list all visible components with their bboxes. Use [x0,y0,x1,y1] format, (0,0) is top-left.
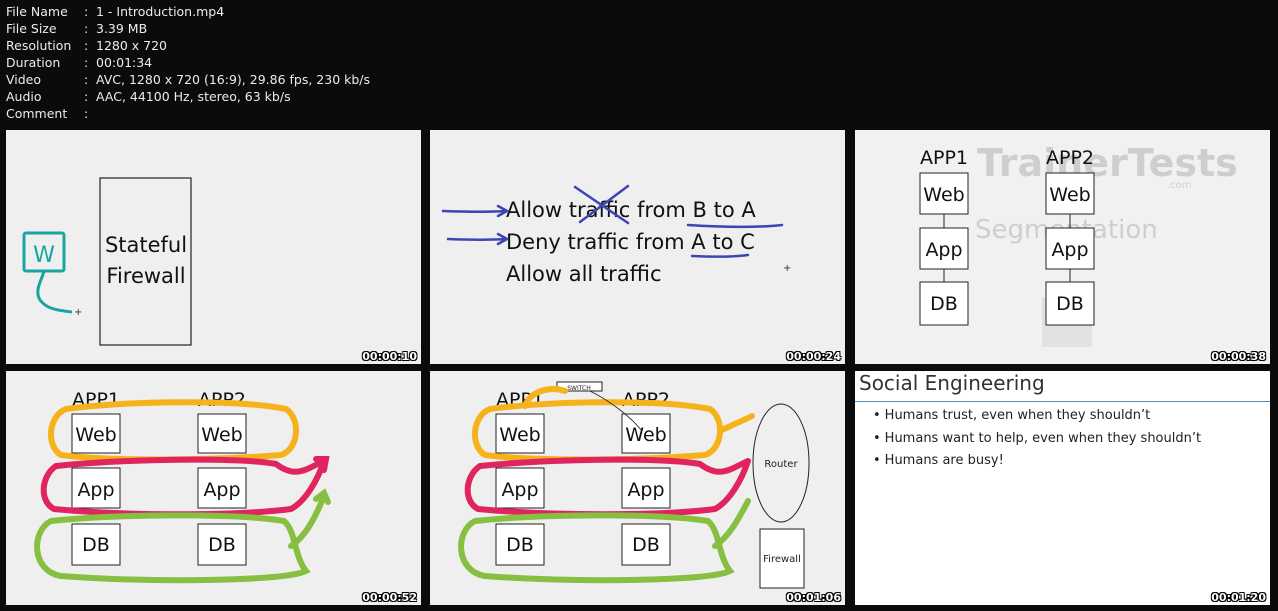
file-info-row: Audio: AAC, 44100 Hz, stereo, 63 kb/s [6,88,370,105]
file-info-row: File Name:1 - Introduction.mp4 [6,3,370,20]
timestamp: 00:00:38 [1211,350,1266,363]
app1-app: App [501,479,538,501]
firewall-label-line1: Stateful [105,233,187,257]
file-info-separator: : [84,72,89,87]
file-info-value: 1280 x 720 [96,38,168,53]
tier-highlight-strokes [34,399,331,584]
app1-web: Web [499,424,540,446]
thumbnail-tier-grouping[interactable]: APP1 APP2 Web App DB Web App DB 00:00:52 [6,371,421,605]
file-info-key: File Size [6,21,57,36]
app2-app: App [203,479,240,501]
file-info-separator: : [84,106,89,121]
annotation-strokes [441,184,784,258]
whiteboard-canvas: APP1 APP2 Web App DB Web App DB [6,371,421,605]
file-info-value: AAC, 44100 Hz, stereo, 63 kb/s [96,89,291,104]
whiteboard-canvas: TrainerTests .com Segmentation APP1 APP2… [855,130,1270,364]
timestamp: 00:00:52 [362,591,417,604]
whiteboard-canvas: APP1 APP2 SWITCH Web App DB Web App DB R… [430,371,845,605]
tier-highlight-strokes [458,386,755,584]
file-info-row: Video: AVC, 1280 x 720 (16:9), 29.86 fps,… [6,71,370,88]
file-info-panel: File Name:1 - Introduction.mp4 File Size… [6,3,370,122]
app2-web: Web [201,424,242,446]
web-icon-letter: W [33,243,55,268]
file-info-key: Audio [6,89,42,104]
rule-3: Allow all traffic [506,262,662,286]
app2-db: DB [632,534,660,556]
file-info-key: Comment [6,106,68,121]
app1-app: App [925,239,962,261]
thumbnail-firewall-rules[interactable]: Allow traffic from B to A Deny traffic f… [430,130,845,364]
watermark-sub: .com [1167,180,1192,191]
file-info-value: 1 - Introduction.mp4 [96,4,225,19]
app2-db: DB [208,534,236,556]
file-info-separator: : [84,38,89,53]
svg-text:+: + [74,307,82,318]
rule-2: Deny traffic from A to C [506,230,755,254]
file-info-separator: : [84,21,89,36]
file-info-key: Duration [6,55,61,70]
app1-db: DB [930,293,958,315]
timestamp: 00:01:06 [786,591,841,604]
timestamp: 00:01:20 [1211,591,1266,604]
firewall-label: Firewall [763,554,801,565]
app2-label: APP2 [1046,147,1094,169]
file-info-key: File Name [6,4,68,19]
router-ellipse [752,403,810,523]
web-server-icon: W + [22,231,82,318]
app1-label: APP1 [920,147,968,169]
bullet-item: Humans are busy! [873,453,1201,476]
switch-label: SWITCH [567,385,591,392]
firewall-label-line2: Firewall [106,264,185,288]
timestamp: 00:00:10 [362,350,417,363]
thumbnail-segmentation[interactable]: TrainerTests .com Segmentation APP1 APP2… [855,130,1270,364]
whiteboard-canvas: Allow traffic from B to A Deny traffic f… [430,130,845,364]
app2-web: Web [625,424,666,446]
whiteboard-canvas: Stateful Firewall W + [6,130,421,364]
file-info-key: Video [6,72,42,87]
firewall-box [99,177,192,346]
file-info-separator: : [84,55,89,70]
file-info-value: 00:01:34 [96,55,153,70]
file-info-value: AVC, 1280 x 720 (16:9), 29.86 fps, 230 k… [96,72,371,87]
rule-1: Allow traffic from B to A [506,198,756,222]
file-info-row: File Size:3.39 MB [6,20,370,37]
bullet-item: Humans want to help, even when they shou… [873,431,1201,454]
router-label: Router [764,459,798,470]
thumbnail-router-firewall[interactable]: APP1 APP2 SWITCH Web App DB Web App DB R… [430,371,845,605]
app2-db: DB [1056,293,1084,315]
bullet-item: Humans trust, even when they shouldn’t [873,408,1201,431]
thumbnail-social-engineering[interactable]: Social Engineering Humans trust, even wh… [855,371,1270,605]
watermark-brand: TrainerTests [977,141,1238,185]
cube-logo-icon [1237,373,1267,403]
timestamp: 00:00:24 [786,350,841,363]
file-info-key: Resolution [6,38,72,53]
file-info-row: Comment: [6,105,370,122]
slide-title: Social Engineering [859,371,1045,395]
svg-text:+: + [783,263,791,274]
app2-web: Web [1049,184,1090,206]
thumbnail-stateful-firewall[interactable]: Stateful Firewall W + 00:00:10 [6,130,421,364]
app1-app: App [77,479,114,501]
app1-db: DB [82,534,110,556]
title-divider [855,401,1270,402]
file-info-row: Resolution:1280 x 720 [6,37,370,54]
file-info-separator: : [84,89,89,104]
app1-web: Web [75,424,116,446]
app2-app: App [1051,239,1088,261]
app1-db: DB [506,534,534,556]
app1-web: Web [923,184,964,206]
file-info-value: 3.39 MB [96,21,148,36]
file-info-separator: : [84,4,89,19]
firewall-box [759,528,805,589]
bullet-list: Humans trust, even when they shouldn’t H… [873,408,1201,476]
file-info-row: Duration:00:01:34 [6,54,370,71]
app2-app: App [627,479,664,501]
